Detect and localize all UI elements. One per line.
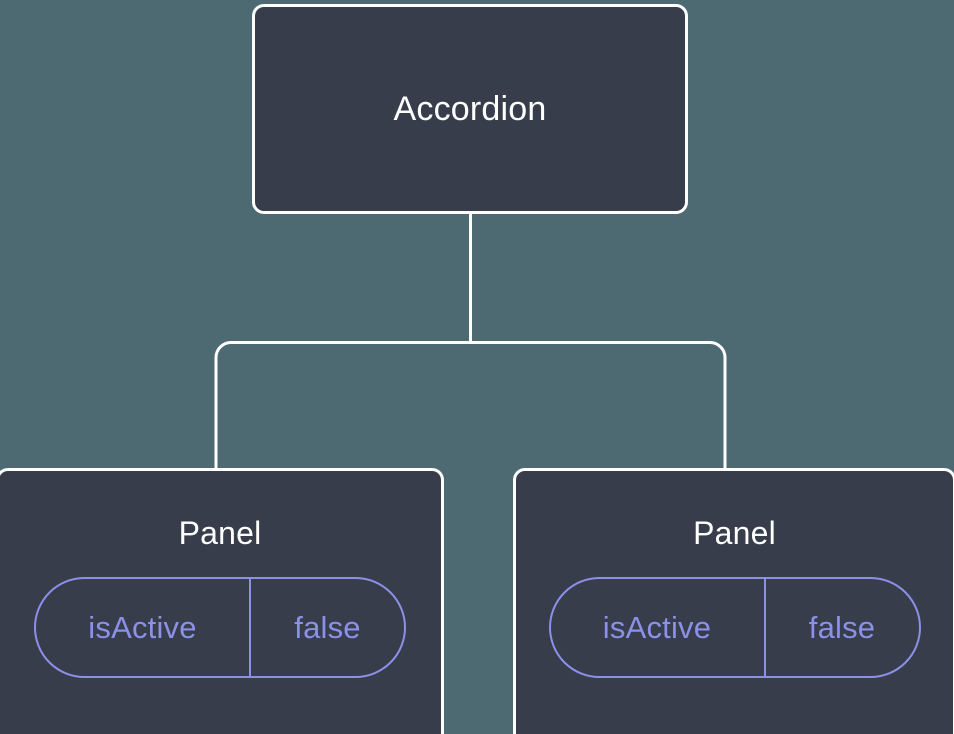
state-badge-key: isActive bbox=[36, 579, 251, 676]
node-panel-1-label: Panel bbox=[178, 515, 262, 551]
node-panel-2[interactable]: Panel isActive false bbox=[513, 468, 954, 734]
state-badge-key: isActive bbox=[551, 579, 766, 676]
state-badge-panel-2[interactable]: isActive false bbox=[548, 577, 921, 678]
edge-to-panel-left bbox=[214, 341, 471, 470]
node-panel-1[interactable]: Panel isActive false bbox=[0, 468, 444, 734]
state-badge-value: false bbox=[294, 610, 361, 645]
edge-to-panel-right bbox=[470, 341, 727, 470]
state-badge-value: false bbox=[808, 610, 876, 645]
node-panel-2-label: Panel bbox=[693, 515, 776, 551]
state-badge-panel-1[interactable]: isActive false bbox=[34, 577, 406, 678]
node-accordion-label: Accordion bbox=[393, 90, 547, 128]
node-accordion[interactable]: Accordion bbox=[252, 4, 688, 214]
